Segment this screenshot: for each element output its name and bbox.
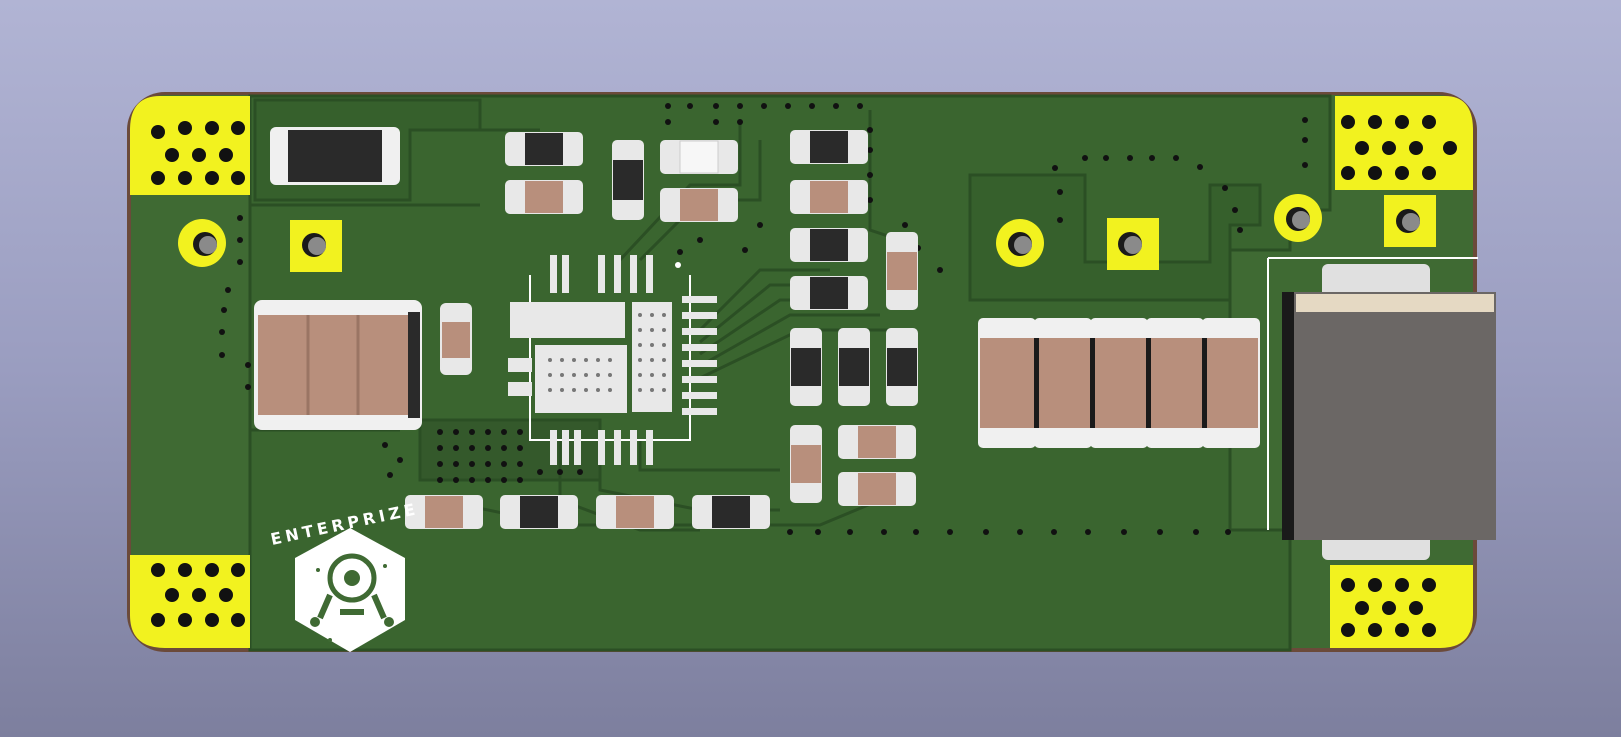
component-l1 [270,127,400,185]
component-large-package [1267,257,1496,560]
through-hole-pads [178,194,1436,272]
mounting-pad-bottom-right [1330,565,1473,648]
mounting-pad-top-right [1335,96,1473,190]
vias [219,103,1308,535]
capacitor-bank-right [978,318,1260,448]
mounting-pad-bottom-left [130,555,250,648]
mounting-pad-top-left [130,96,250,195]
ic-u1-footprint [508,255,717,465]
passive-components [405,130,918,529]
component-c-small-left [440,303,472,375]
component-c-bulk-left [254,300,422,430]
